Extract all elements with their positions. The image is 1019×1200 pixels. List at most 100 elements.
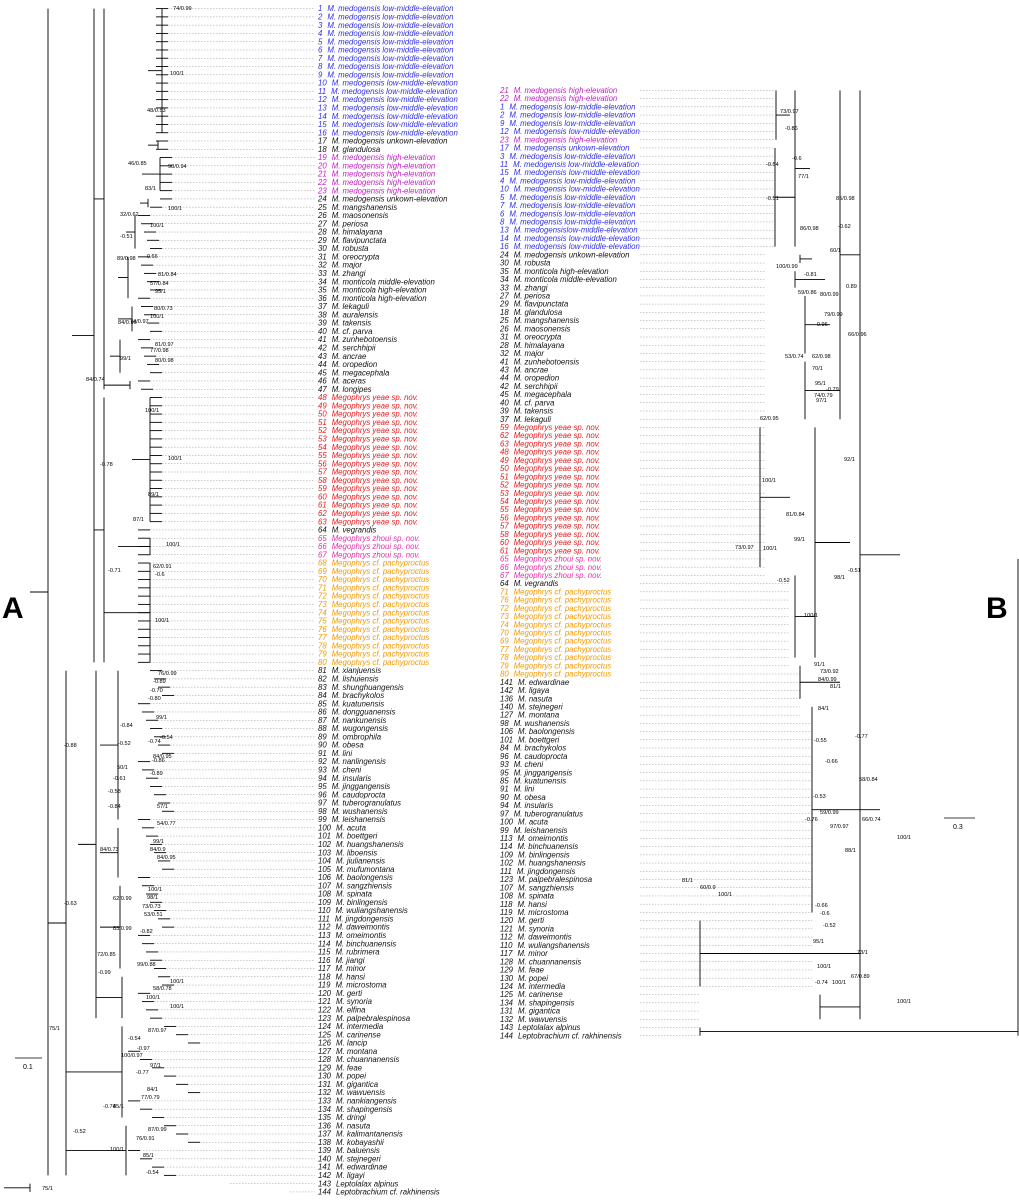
tip-taxon: M. oreocrypta [332, 252, 380, 261]
support-value: -0.6 [792, 156, 802, 162]
tip-taxon: M. medogensis low-middle-elevation [327, 37, 453, 46]
support-value: 53/0.51 [144, 912, 163, 918]
tip-number: 138 [318, 1138, 332, 1147]
tip-number: 104 [318, 857, 332, 866]
tip-taxon: M. synoria [336, 997, 373, 1006]
tip-taxon: Megophrys zhoui sp. nov. [514, 563, 602, 572]
tip-number: 77 [318, 633, 327, 642]
tip-number: 118 [500, 900, 513, 909]
tip-taxon: M. mangshanensis [514, 316, 580, 325]
tip-number: 71 [318, 583, 327, 592]
tip-taxon: M. monticola high-elevation [514, 267, 609, 276]
tip-number: 22 [317, 178, 327, 187]
support-value: 73/0.97 [780, 109, 799, 115]
support-value: 84/0.74 [86, 377, 105, 383]
tip-taxon: Megophrys yeae sp. nov. [332, 435, 419, 444]
tip-taxon: M. medogensis high-elevation [332, 153, 436, 162]
tip-taxon: M. takensis [514, 407, 554, 416]
tip-number: 51 [500, 472, 509, 481]
support-value: 100/0.97 [121, 1053, 143, 1059]
tip-taxon: M. medogensis low-middle-elevation [509, 119, 635, 128]
support-value: -0.61 [113, 776, 126, 782]
tip-taxon: M. insularis [514, 801, 554, 810]
support-value: -0.84 [120, 723, 133, 729]
tip-taxon: M. gerti [518, 916, 544, 925]
support-value: -0.74 [103, 1104, 116, 1110]
tip-taxon: Megophrys cf. pachyproctus [332, 559, 430, 568]
tip-number: 97 [500, 809, 509, 818]
support-value: 81/1 [830, 684, 841, 690]
tip-number: 6 [318, 46, 323, 55]
tip-number: 33 [318, 269, 327, 278]
tip-number: 124 [500, 982, 514, 991]
tip-number: 18 [318, 145, 327, 154]
tip-number: 124 [318, 1022, 332, 1031]
tip-taxon: M. medogensis low-middle-elevation [509, 152, 635, 161]
tip-number: 16 [318, 128, 327, 137]
tip-number: 48 [500, 448, 509, 457]
tip-number: 9 [318, 70, 323, 79]
tip-taxon: M. medogensislow-middle-elevation [514, 226, 638, 235]
support-value: 99/1 [156, 715, 167, 721]
tip-taxon: M. brachykolos [332, 691, 385, 700]
tip-taxon: M. nanlingensis [332, 757, 386, 766]
tip-number: 143 [318, 1179, 332, 1188]
tip-number: 126 [318, 1039, 332, 1048]
support-value: 97/1 [816, 398, 827, 404]
tip-taxon: M. acuta [336, 823, 367, 832]
tip-number: 121 [318, 997, 331, 1006]
tip-number: 55 [500, 505, 509, 514]
tip-number: 65 [318, 534, 327, 543]
tip-taxon: M. jingdongensis [517, 867, 576, 876]
tip-number: 111 [318, 914, 330, 923]
tip-number: 11 [318, 87, 326, 96]
support-value: 67/0.89 [851, 974, 870, 980]
tip-taxon: M. maosonensis [514, 324, 571, 333]
tip-taxon: Megophrys cf. pachyproctus [514, 661, 612, 670]
tip-number: 12 [500, 127, 509, 136]
tip-taxon: Leptobrachium cf. rakhinensis [518, 1031, 622, 1040]
tip-number: 21 [499, 86, 509, 95]
tip-number: 105 [318, 865, 332, 874]
support-value: 100/1 [817, 964, 831, 970]
tip-taxon: Megophrys yeae sp. nov. [514, 456, 601, 465]
tip-number: 113 [500, 834, 513, 843]
tip-taxon: M. montana [336, 1047, 378, 1056]
tip-number: 24 [499, 250, 509, 259]
support-value: -0.54 [766, 162, 779, 168]
support-value: 100/1 [763, 546, 777, 552]
tip-taxon: M. medogensis unkown-elevation [514, 250, 630, 259]
tip-number: 94 [318, 774, 327, 783]
tip-taxon: Megophrys yeae sp. nov. [332, 426, 419, 435]
tip-number: 131 [500, 1007, 513, 1016]
tip-taxon: M. medogensis unkown-elevation [514, 144, 630, 153]
tip-taxon: Leptolalax alpinus [336, 1179, 399, 1188]
